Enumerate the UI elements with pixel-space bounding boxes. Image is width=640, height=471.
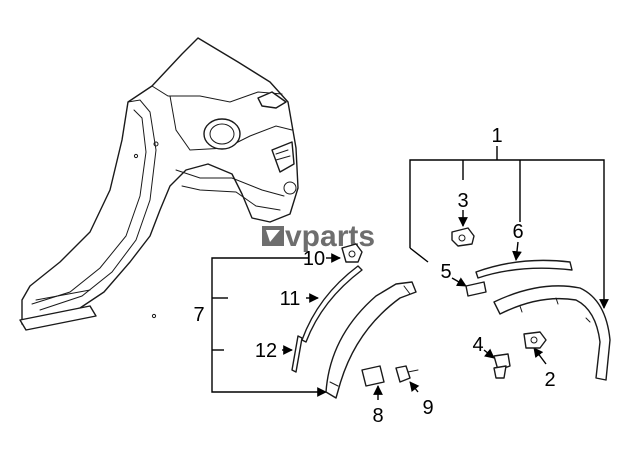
callout-2: 2	[544, 369, 555, 391]
callout-4: 4	[472, 334, 483, 356]
clip-part-8	[361, 365, 385, 400]
liner	[325, 281, 417, 399]
watermark: vparts	[262, 220, 375, 253]
fastener-part-4	[483, 348, 511, 379]
clip-part-2	[523, 331, 547, 365]
moulding-part-6	[475, 241, 573, 279]
grommet-part-10	[326, 243, 363, 263]
callout-7: 7	[193, 304, 204, 326]
clip-part-3	[451, 210, 475, 247]
seal-part-11	[301, 265, 363, 343]
ev-logo-icon	[262, 226, 284, 246]
callout-9: 9	[422, 397, 433, 419]
callout-labels: 1 2 3 4 5 6 7 8 9 10 11 12	[193, 125, 555, 427]
callout-10: 10	[303, 248, 325, 270]
bracket-part-7	[211, 257, 327, 397]
callout-6: 6	[512, 221, 523, 243]
callout-5: 5	[440, 261, 451, 283]
callout-11: 11	[280, 288, 301, 310]
quarter-panel	[19, 37, 299, 331]
bolt-part-9	[395, 365, 420, 393]
pad-part-5	[451, 277, 487, 297]
bracket-part-1	[409, 146, 609, 309]
callout-3: 3	[457, 190, 468, 212]
callout-12: 12	[255, 340, 277, 362]
callout-1: 1	[491, 125, 502, 147]
seal-part-12	[282, 335, 303, 373]
callout-8: 8	[372, 405, 383, 427]
watermark-text: vparts	[285, 220, 375, 253]
wheel-arch-flare	[493, 285, 611, 381]
